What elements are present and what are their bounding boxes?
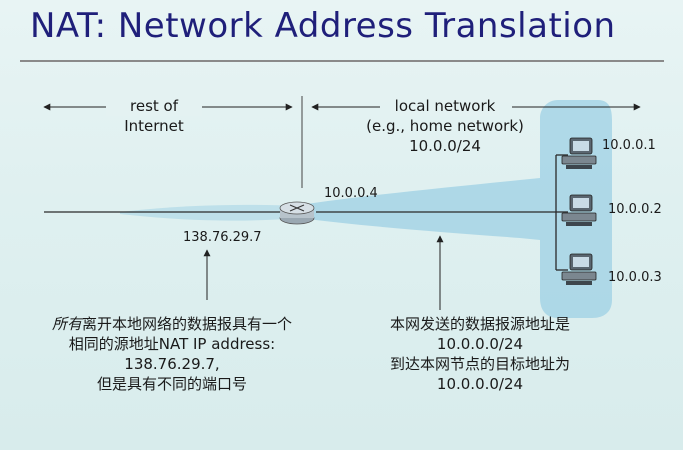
right-caption-line4: 10.0.0.0/24 [436, 375, 524, 393]
router-icon [279, 201, 315, 225]
host-3-ip: 10.0.0.3 [608, 270, 662, 285]
left-caption-line3: 138.76.29.7, [124, 355, 220, 373]
local-network-highlight [300, 100, 612, 318]
right-caption-line1: 本网发送的数据报源地址是 [389, 315, 570, 333]
title-divider [20, 60, 664, 62]
host-1-ip: 10.0.0.1 [602, 138, 656, 153]
left-caption-line4: 但是具有不同的端口号 [96, 375, 247, 393]
right-caption-line3: 到达本网节点的目标地址为 [389, 355, 570, 373]
left-caption-line1: 所有离开本地网络的数据报具有一个 [4, 314, 340, 334]
right-region-line2: (e.g., home network) [366, 117, 524, 135]
left-region-line2: Internet [124, 117, 184, 135]
router-wan-ip: 138.76.29.7 [183, 230, 262, 245]
right-region-label: local network (e.g., home network) 10.0.… [352, 96, 538, 156]
computer-icon [561, 137, 597, 169]
right-region-line3: 10.0.0/24 [409, 137, 481, 155]
right-caption: 本网发送的数据报源地址是 10.0.0.0/24 到达本网节点的目标地址为 10… [348, 314, 612, 394]
left-caption-emphasis: 所有 [51, 315, 82, 333]
right-caption-line2: 10.0.0.0/24 [436, 335, 524, 353]
left-caption: 所有离开本地网络的数据报具有一个 相同的源地址NAT IP address: 1… [4, 314, 340, 394]
left-region-line1: rest of [106, 96, 202, 116]
computer-icon [561, 194, 597, 226]
left-caption-line1-rest: 离开本地网络的数据报具有一个 [82, 315, 293, 333]
right-region-line1: local network [390, 96, 500, 116]
router-lan-ip: 10.0.0.4 [324, 186, 378, 201]
wan-highlight [120, 204, 300, 221]
slide-title: NAT: Network Address Translation [30, 6, 616, 46]
left-caption-line2: 相同的源地址NAT IP address: [68, 335, 276, 353]
computer-icon [561, 253, 597, 285]
host-2-ip: 10.0.0.2 [608, 202, 662, 217]
left-region-label: rest of Internet [106, 96, 202, 136]
